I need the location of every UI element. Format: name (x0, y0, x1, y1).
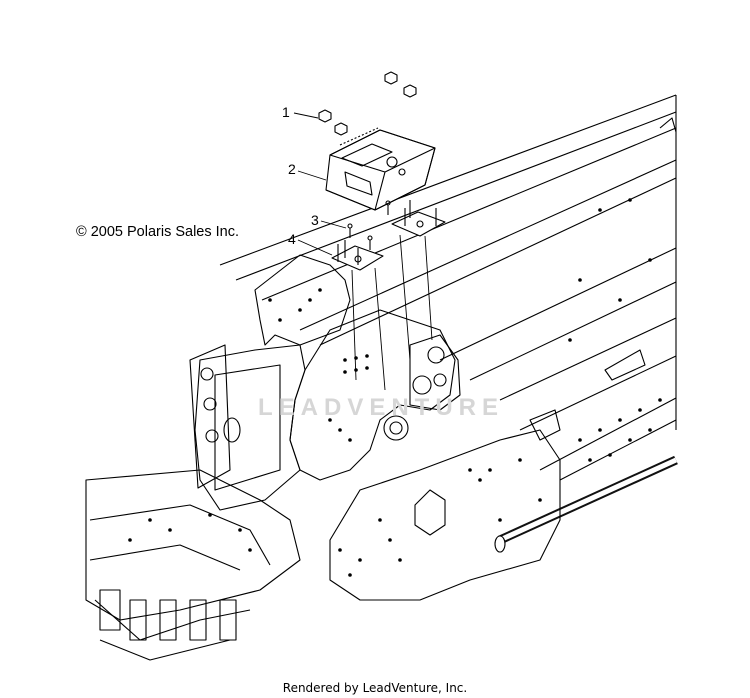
callout-2: 2 (288, 161, 296, 177)
front-strut (189, 344, 231, 489)
rivet-holes (128, 198, 662, 577)
copyright-notice: © 2005 Polaris Sales Inc. (76, 224, 240, 240)
tunnel-rails (219, 94, 677, 481)
ecu-module (325, 127, 436, 211)
watermark-text: LEADVENTURE (258, 394, 505, 421)
bracket-plate (383, 334, 461, 441)
screws (347, 200, 391, 250)
cross-tube (494, 455, 678, 553)
mounting-bracket-left (331, 240, 384, 271)
footer-credit: Rendered by LeadVenture, Inc. (282, 681, 468, 695)
callout-leaders (293, 112, 347, 256)
mounting-bracket-right (391, 200, 446, 237)
rail-end-cuts (659, 95, 677, 430)
assembly-guide-lines (351, 234, 433, 391)
hex-nuts (318, 71, 417, 136)
floor-pan (85, 469, 301, 661)
callout-3: 3 (311, 212, 319, 228)
panel-openings (223, 349, 646, 536)
callout-4: 4 (288, 231, 296, 247)
callout-1: 1 (282, 104, 290, 120)
